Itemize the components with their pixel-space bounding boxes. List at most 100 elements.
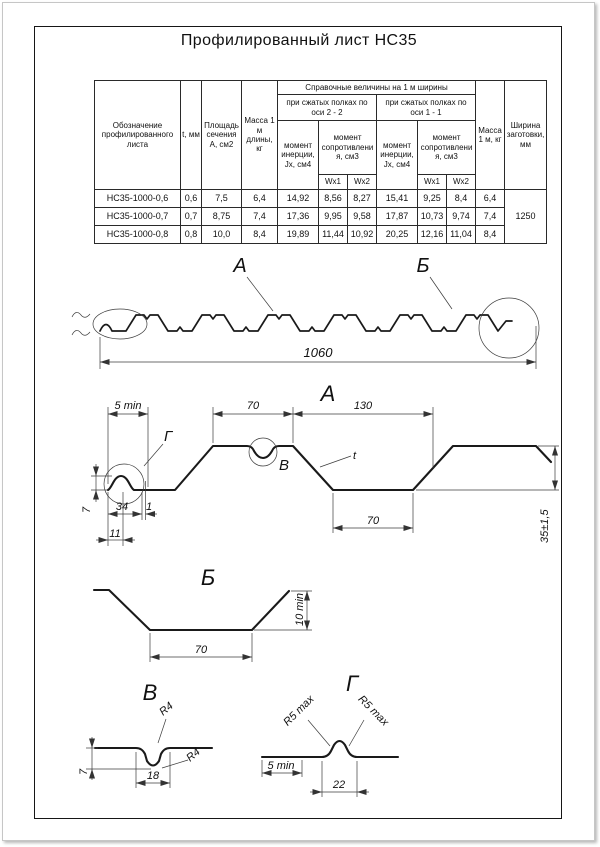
cell-area: 7,5 [201, 189, 242, 208]
cell-w22-1: 8,56 [318, 189, 348, 208]
col-header-mass-per-m2: Масса 1 м, кг [475, 80, 506, 190]
col-header-resistance-1-1: момент сопротивления, см3 [416, 120, 477, 175]
cell-w22-2: 8,27 [347, 189, 377, 208]
cell-designation: НС35-1000-0,6 [94, 189, 181, 208]
col-header-blank-width: Ширина заготовки, мм [504, 80, 548, 190]
cell-thickness: 0,7 [180, 207, 202, 226]
detail-g-title: Г [346, 671, 360, 696]
col-header-area: Площадь сечения А, см2 [201, 80, 242, 190]
leader-line [161, 759, 189, 769]
profile-outline [99, 314, 513, 332]
cell-thickness: 0,8 [180, 225, 202, 244]
detail-g-drawing: Г R5 max R5 max 5 min 22 [260, 671, 400, 797]
col-header-designation: Обозначение профилированного листа [94, 80, 181, 190]
dim-5min: 5 min [268, 760, 295, 772]
dim-7: 7 [81, 506, 93, 513]
radius-label-left: R5 max [281, 693, 317, 729]
callout-a-label: А [232, 255, 246, 277]
col-header-axis-1-1: при сжатых полках по оси 1 - 1 [375, 94, 477, 121]
break-mark [71, 330, 91, 336]
cell-mass2: 6,4 [475, 189, 506, 208]
cell-w22-1: 9,95 [318, 207, 348, 226]
spec-table: Обозначение профилированного листа t, мм… [94, 80, 548, 244]
radius-label-top: R4 [157, 700, 175, 718]
leader-line [348, 719, 365, 747]
col-header-wx2: Wx2 [445, 174, 477, 190]
dim-1: 1 [146, 501, 152, 513]
dim-10min: 10 min [294, 593, 306, 626]
detail-g-profile [260, 739, 400, 759]
cell-w22-1: 11,44 [318, 225, 348, 244]
col-header-wx1: Wx1 [417, 174, 447, 190]
cell-w11-1: 12,16 [417, 225, 447, 244]
dim-height: 35±1,5 [539, 509, 551, 543]
drawing-frame [34, 26, 562, 819]
cell-mass2: 8,4 [475, 225, 506, 244]
detail-balloon-right [478, 297, 540, 359]
cell-j22: 19,89 [277, 225, 319, 244]
cell-blank-width: 1250 [504, 189, 548, 244]
dim-70: 70 [195, 644, 208, 656]
section-a-drawing: А Г В t 5 min 70 130 35±1,5 7 [81, 381, 559, 546]
col-header-wx2: Wx2 [347, 174, 377, 190]
thickness-label: t [353, 450, 357, 462]
callout-b-label: Б [416, 255, 429, 277]
cell-thickness: 0,6 [180, 189, 202, 208]
detail-g-label: Г [164, 428, 174, 445]
table-row: НС35-1000-0,8 0,8 10,0 8,4 19,89 11,44 1… [94, 225, 547, 244]
radius-label-right: R5 max [355, 693, 391, 729]
table-row: НС35-1000-0,7 0,7 8,75 7,4 17,36 9,95 9,… [94, 207, 547, 226]
cell-w11-1: 9,25 [417, 189, 447, 208]
col-header-mass-per-m: Масса 1 м длины, кг [241, 80, 278, 190]
callout-b-leader [429, 276, 453, 310]
cell-j11: 20,25 [376, 225, 418, 244]
col-header-axis-2-2: при сжатых полках по оси 2 - 2 [277, 94, 377, 121]
leader-line [319, 455, 352, 468]
leader-line [143, 443, 164, 467]
cell-designation: НС35-1000-0,8 [94, 225, 181, 244]
cell-designation: НС35-1000-0,7 [94, 207, 181, 226]
section-b-title: Б [201, 565, 215, 590]
dim-34: 34 [116, 501, 128, 513]
cell-j11: 17,87 [376, 207, 418, 226]
dim-18: 18 [147, 770, 160, 782]
col-header-inertia-2-2: момент инерции, Jx, см4 [277, 120, 319, 190]
col-header-reference: Справочные величины на 1 м ширины [276, 80, 477, 95]
table-row: НС35-1000-0,6 0,6 7,5 6,4 14,92 8,56 8,2… [94, 189, 548, 244]
cell-w11-2: 8,4 [445, 189, 477, 208]
dim-edge: 5 min [115, 400, 142, 412]
dim-bottom-flange: 70 [367, 515, 380, 527]
col-header-wx1: Wx1 [318, 174, 348, 190]
dim-7: 7 [78, 768, 90, 775]
dim-total-width: 1060 [304, 345, 334, 360]
section-a-profile [106, 444, 553, 492]
col-header-resistance-2-2: момент сопротивления, см3 [318, 120, 377, 175]
section-a-title: А [319, 381, 336, 406]
cell-j22: 14,92 [277, 189, 319, 208]
dim-pitch: 130 [354, 400, 373, 412]
detail-v-label: В [279, 457, 289, 474]
cell-w11-2: 9,74 [445, 207, 477, 226]
cell-mass: 6,4 [241, 189, 278, 208]
cell-w22-2: 10,92 [347, 225, 377, 244]
cell-area: 10,0 [201, 225, 242, 244]
detail-v-profile [93, 746, 214, 767]
section-b-drawing: Б 10 min 70 [92, 565, 312, 662]
col-header-inertia-1-1: момент инерции, Jx, см4 [376, 120, 418, 190]
leader-line [157, 718, 167, 744]
cell-w11-1: 10,73 [417, 207, 447, 226]
cell-mass: 8,4 [241, 225, 278, 244]
detail-balloon-v [248, 437, 278, 467]
break-mark [71, 312, 91, 318]
cell-j22: 17,36 [277, 207, 319, 226]
detail-balloon-left [92, 308, 148, 340]
cell-mass: 7,4 [241, 207, 278, 226]
overview-drawing: А Б 1060 [71, 255, 540, 369]
cell-mass2: 7,4 [475, 207, 506, 226]
cell-area: 8,75 [201, 207, 242, 226]
cell-j11: 15,41 [376, 189, 418, 208]
cell-w11-2: 11,04 [445, 225, 477, 244]
dim-top-flange: 70 [247, 400, 260, 412]
col-header-thickness: t, мм [180, 80, 202, 190]
